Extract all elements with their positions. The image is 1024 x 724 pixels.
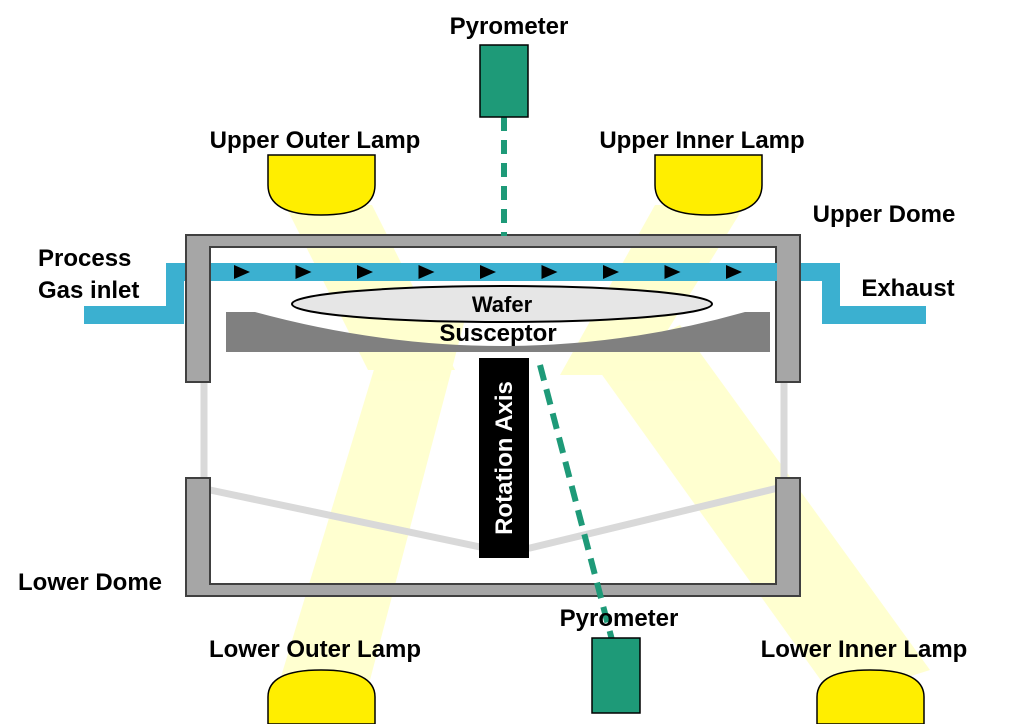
wafer-label: Wafer — [472, 292, 533, 317]
flow-arrow — [295, 265, 312, 279]
flow-arrow — [541, 265, 558, 279]
flow-arrow — [480, 265, 496, 279]
rotation-axis-label: Rotation Axis — [491, 381, 518, 535]
upper-outer-lamp — [267, 154, 376, 216]
process-gas-label-line1: Process — [38, 245, 131, 272]
susceptor-label: Susceptor — [439, 320, 556, 347]
flow-arrow — [664, 265, 681, 279]
lower-outer-lamp-label: Lower Outer Lamp — [209, 636, 421, 663]
flow-arrow — [603, 265, 619, 279]
lower-inner-lamp — [816, 669, 925, 724]
bottom-pyrometer-label: Pyrometer — [560, 605, 679, 632]
top-pyrometer-label: Pyrometer — [450, 13, 569, 40]
flow-arrow — [357, 265, 373, 279]
upper-chamber-wall — [185, 234, 801, 383]
bottom-pyrometer-sight-line — [537, 364, 615, 641]
upper-inner-lamp — [654, 154, 763, 216]
flow-arrow — [234, 265, 250, 279]
top-pyrometer — [479, 44, 529, 118]
lower-dome-label: Lower Dome — [18, 569, 162, 596]
gas-flow-arrows — [234, 265, 742, 279]
susceptor — [226, 312, 770, 352]
wafer — [291, 285, 713, 323]
upper-dome-label: Upper Dome — [813, 201, 956, 228]
upper-outer-lamp-label: Upper Outer Lamp — [210, 127, 421, 154]
flow-arrow — [418, 265, 435, 279]
flow-arrow — [726, 265, 742, 279]
lower-chamber-wall — [185, 477, 801, 597]
exhaust-label: Exhaust — [861, 275, 954, 302]
lower-outer-lamp — [267, 669, 376, 724]
upper-inner-lamp-label: Upper Inner Lamp — [599, 127, 804, 154]
lower-inner-lamp-label: Lower Inner Lamp — [761, 636, 968, 663]
process-gas-label-line2: Gas inlet — [38, 277, 139, 304]
rotation-axis — [479, 358, 529, 558]
lower-inner-lamp-beam — [595, 325, 930, 700]
bottom-pyrometer — [591, 637, 641, 714]
